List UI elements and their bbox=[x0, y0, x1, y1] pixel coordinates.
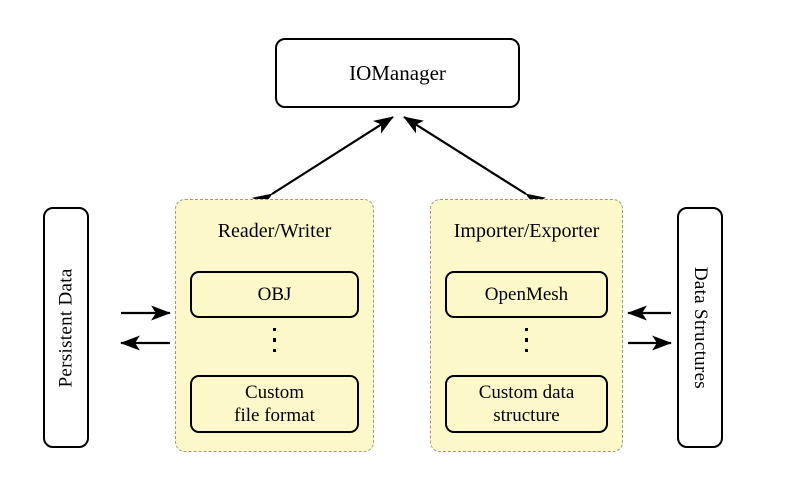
group-reader-writer[interactable]: Reader/Writer OBJ Custom file format bbox=[175, 199, 374, 452]
item-custom-data-structure[interactable]: Custom data structure bbox=[445, 375, 608, 433]
item-custom-file-format-label: Custom file format bbox=[234, 381, 315, 427]
item-custom-file-format[interactable]: Custom file format bbox=[190, 375, 359, 433]
node-persistent-data[interactable]: Persistent Data bbox=[43, 207, 89, 448]
item-custom-data-structure-line1: Custom data bbox=[478, 381, 575, 403]
node-iomanager-label: IOManager bbox=[349, 60, 446, 85]
ellipsis-dot bbox=[272, 328, 277, 332]
arrow-iomanager-importer-exporter bbox=[403, 116, 546, 211]
item-openmesh[interactable]: OpenMesh bbox=[445, 271, 608, 318]
group-importer-exporter[interactable]: Importer/Exporter OpenMesh Custom data s… bbox=[430, 199, 623, 452]
node-data-structures[interactable]: Data Structures bbox=[677, 207, 723, 448]
group-importer-exporter-title: Importer/Exporter bbox=[453, 220, 600, 242]
item-custom-file-format-line1: Custom bbox=[244, 381, 305, 403]
ellipsis-importer-exporter bbox=[431, 328, 622, 353]
node-persistent-data-label: Persistent Data bbox=[55, 267, 77, 388]
ellipsis-dot bbox=[272, 338, 277, 342]
item-obj-label: OBJ bbox=[257, 283, 292, 305]
item-openmesh-label: OpenMesh bbox=[484, 283, 569, 305]
ellipsis-dot bbox=[524, 348, 529, 353]
node-iomanager[interactable]: IOManager bbox=[275, 38, 520, 108]
node-data-structures-label: Data Structures bbox=[689, 266, 711, 389]
item-custom-data-structure-label: Custom data structure bbox=[479, 381, 575, 427]
ellipsis-dot bbox=[524, 328, 529, 332]
item-obj[interactable]: OBJ bbox=[190, 271, 359, 318]
group-reader-writer-title: Reader/Writer bbox=[217, 220, 332, 242]
ellipsis-reader-writer bbox=[176, 328, 373, 353]
arrow-iomanager-reader-writer bbox=[252, 116, 394, 211]
item-custom-file-format-line2: file format bbox=[234, 405, 315, 426]
item-custom-data-structure-line2: structure bbox=[493, 405, 560, 426]
ellipsis-dot bbox=[524, 338, 529, 342]
ellipsis-dot bbox=[272, 348, 277, 353]
